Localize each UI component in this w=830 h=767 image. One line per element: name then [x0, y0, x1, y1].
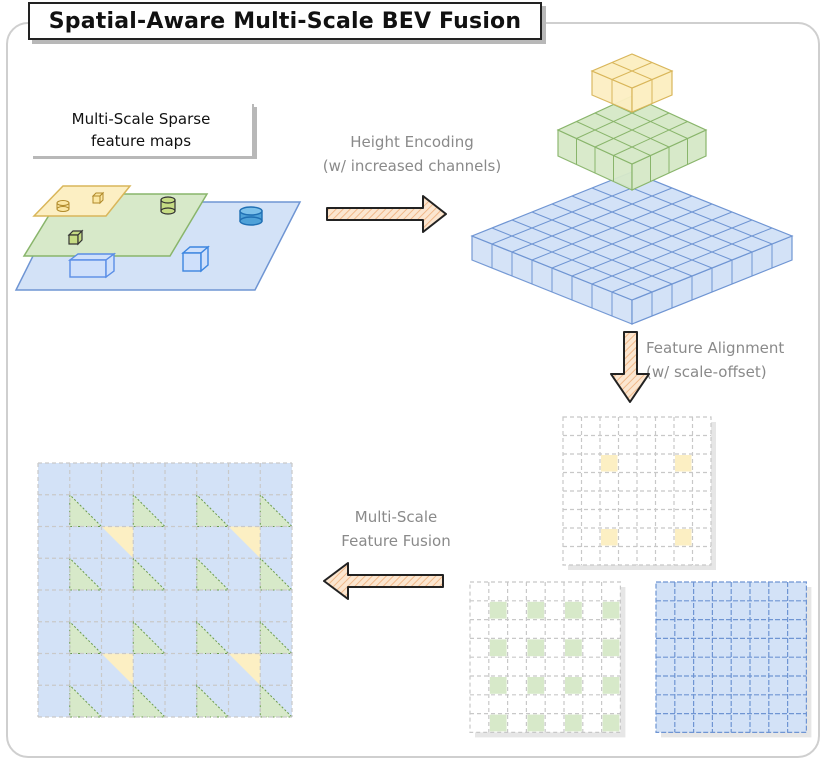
yellow-cube-icon — [91, 191, 105, 205]
green-cell — [527, 714, 545, 732]
fused-green-triangle — [196, 620, 230, 654]
aligned-yellow-grid — [562, 416, 716, 570]
height-encoding-line1: Height Encoding — [350, 133, 474, 151]
green-cell — [602, 639, 620, 657]
fused-yellow-triangle — [101, 526, 134, 559]
title-box: Spatial-Aware Multi-Scale BEV Fusion — [28, 2, 542, 40]
yellow-cell — [601, 455, 618, 472]
voxel-green-layer — [556, 95, 708, 191]
green-cylinder-icon — [160, 196, 176, 215]
fusion-label: Multi-Scale Feature Fusion — [312, 505, 480, 553]
fused-feature-grid — [37, 462, 294, 718]
fused-green-triangle — [69, 557, 103, 591]
maps-label: Multi-Scale Sparse feature maps — [30, 108, 252, 152]
green-cell — [565, 714, 582, 732]
fused-yellow-triangle — [228, 526, 261, 559]
green-cell — [489, 601, 507, 619]
maps-label-box: Multi-Scale Sparse feature maps — [30, 104, 254, 156]
green-cell — [489, 639, 507, 657]
height-encoding-label: Height Encoding (w/ increased channels) — [312, 130, 512, 178]
diagram-title: Spatial-Aware Multi-Scale BEV Fusion — [48, 8, 522, 34]
voxel-green-layer-top-line — [594, 112, 670, 148]
voxel-yellow-layer — [590, 53, 674, 113]
fused-green-triangle — [69, 620, 103, 654]
green-cell — [602, 601, 620, 619]
fused-green-triangle — [132, 557, 167, 591]
fused-yellow-triangle — [101, 653, 134, 686]
yellow-cell — [675, 455, 692, 472]
green-cell — [565, 677, 582, 694]
maps-label-line2: feature maps — [90, 132, 192, 150]
fused-green-triangle — [196, 684, 230, 718]
green-cell — [565, 639, 582, 657]
voxel-green-layer-top-line — [576, 121, 651, 156]
fused-green-triangle — [196, 493, 230, 527]
voxel-blue-layer-top-line — [491, 227, 653, 293]
fused-green-triangle — [196, 557, 230, 591]
voxel-pyramid — [470, 53, 794, 325]
fused-green-triangle — [259, 557, 294, 591]
height-encoding-line2: (w/ increased channels) — [322, 157, 502, 175]
fused-yellow-triangle — [228, 653, 261, 686]
fused-green-triangle — [259, 493, 294, 527]
voxel-blue-layer-top-line — [611, 227, 773, 293]
feature-alignment-line2: (w/ scale-offset) — [646, 363, 767, 381]
aligned-green-grid — [469, 581, 626, 738]
fused-green-triangle — [259, 684, 294, 718]
aligned-blue-grid — [655, 581, 812, 738]
voxel-blue-layer-top-line — [591, 219, 753, 285]
green-cell — [602, 714, 620, 732]
blue-cube-icon — [181, 245, 210, 273]
voxel-blue-layer-top-line — [511, 219, 673, 285]
fused-green-triangle — [259, 620, 294, 654]
yellow-cell — [675, 529, 692, 546]
fusion-line1: Multi-Scale — [354, 508, 438, 526]
arrow-right-icon — [326, 195, 447, 233]
voxel-blue-layer-top-line — [551, 203, 713, 269]
voxel-blue-layer — [470, 171, 794, 325]
green-cell — [489, 714, 507, 732]
voxel-green-layer-top-line — [613, 121, 688, 156]
arrow-down-icon — [610, 331, 650, 403]
green-cell — [527, 639, 545, 657]
fused-green-triangle — [132, 493, 167, 527]
arrow-left-icon — [323, 562, 444, 600]
green-cell — [489, 677, 507, 694]
feature-alignment-label: Feature Alignment (w/ scale-offset) — [646, 336, 826, 384]
fused-green-triangle — [69, 493, 103, 527]
blue-cylinder-icon — [239, 206, 263, 226]
green-cell — [565, 601, 582, 619]
green-cell — [527, 677, 545, 694]
yellow-cylinder-icon — [56, 200, 70, 212]
green-cube-icon — [67, 229, 84, 246]
fused-green-triangle — [69, 684, 103, 718]
green-cell — [602, 677, 620, 694]
blue-box-icon — [67, 252, 117, 279]
feature-alignment-line1: Feature Alignment — [646, 339, 785, 357]
fused-green-triangle — [132, 684, 167, 718]
voxel-blue-layer-top-line — [571, 211, 733, 277]
maps-label-line1: Multi-Scale Sparse — [71, 110, 211, 128]
sparse-feature-maps — [14, 185, 302, 291]
yellow-cell — [601, 529, 618, 546]
fused-green-triangle — [132, 620, 167, 654]
green-cell — [527, 601, 545, 619]
voxel-blue-layer-top-line — [531, 211, 693, 277]
fusion-line2: Feature Fusion — [341, 532, 451, 550]
voxel-yellow-layer-top-line — [611, 62, 653, 80]
